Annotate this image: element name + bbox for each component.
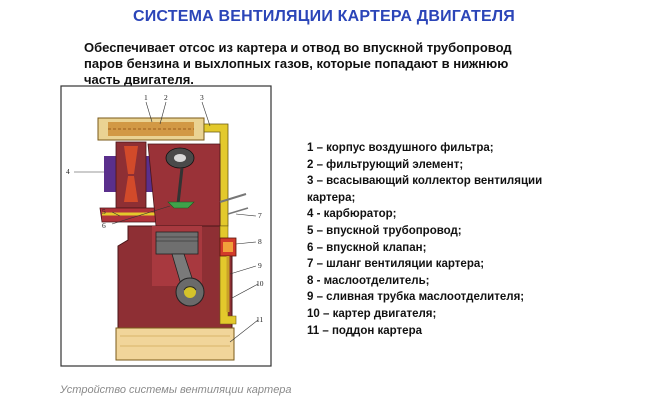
callout-4: 4 xyxy=(66,167,70,176)
callout-5: 5 xyxy=(102,207,106,216)
legend-item: 4 - карбюратор; xyxy=(307,206,542,223)
callout-8: 8 xyxy=(258,237,262,246)
callout-11: 11 xyxy=(256,315,263,324)
legend-item: 3 – всасывающий коллектор вентиляции xyxy=(307,173,542,190)
callout-10: 10 xyxy=(256,279,264,288)
callout-7: 7 xyxy=(258,211,262,220)
callout-6: 6 xyxy=(102,221,106,230)
piston xyxy=(156,232,198,254)
legend-item: 5 – впускной трубопровод; xyxy=(307,223,542,240)
legend-item: 10 – картер двигателя; xyxy=(307,306,542,323)
legend-item: 8 - маслоотделитель; xyxy=(307,273,542,290)
legend-item: 6 – впускной клапан; xyxy=(307,240,542,257)
page-title: СИСТЕМА ВЕНТИЛЯЦИИ КАРТЕРА ДВИГАТЕЛЯ xyxy=(0,8,648,26)
callout-1: 1 xyxy=(144,93,148,102)
legend-item: картера; xyxy=(307,190,542,207)
legend-item: 1 – корпус воздушного фильтра; xyxy=(307,140,542,157)
figure-caption: Устройство системы вентиляции картера xyxy=(60,384,292,396)
description-line: паров бензина и выхлопных газов, которые… xyxy=(84,56,584,72)
callout-2: 2 xyxy=(164,93,168,102)
legend-item: 9 – сливная трубка маслоотделителя; xyxy=(307,289,542,306)
carburetor xyxy=(104,156,116,192)
description-line: Обеспечивает отсос из картера и отвод во… xyxy=(84,40,584,56)
legend-item: 2 – фильтрующий элемент; xyxy=(307,157,542,174)
oil-pan xyxy=(116,328,234,360)
callout-9: 9 xyxy=(258,261,262,270)
legend-item: 11 – поддон картера xyxy=(307,323,542,340)
engine-ventilation-diagram: 1 2 3 4 5 6 7 8 9 10 11 xyxy=(60,84,280,368)
description: Обеспечивает отсос из картера и отвод во… xyxy=(84,40,584,88)
legend-list: 1 – корпус воздушного фильтра; 2 – фильт… xyxy=(307,140,542,339)
callout-3: 3 xyxy=(200,93,204,102)
legend-item: 7 – шланг вентиляции картера; xyxy=(307,256,542,273)
